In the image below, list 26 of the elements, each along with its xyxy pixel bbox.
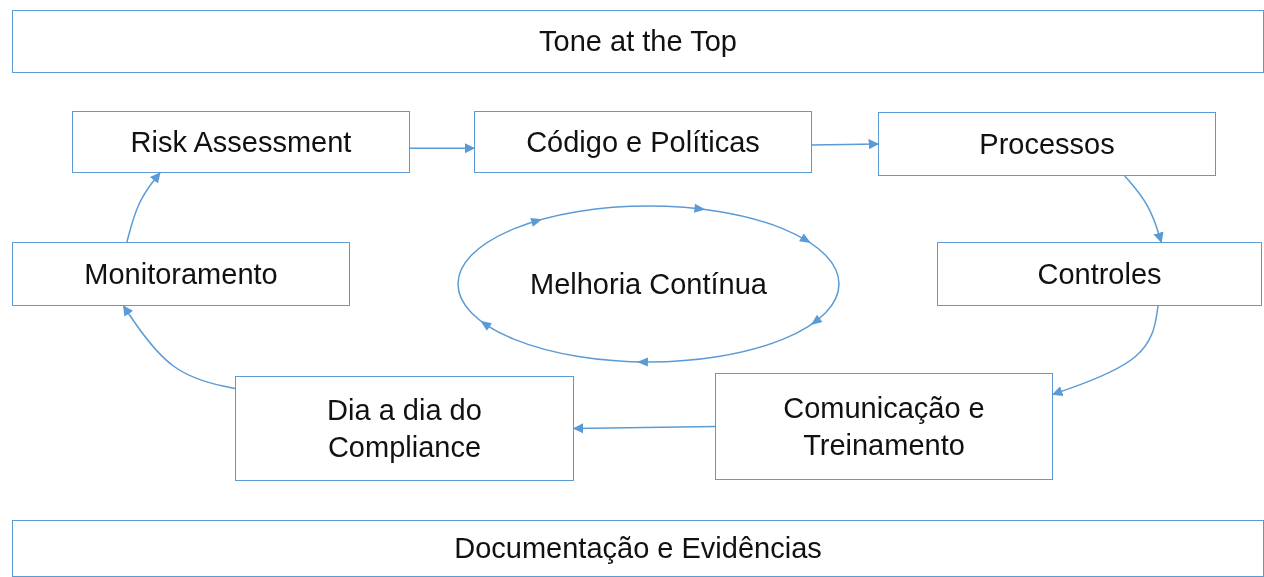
node-label: Dia a dia do Compliance <box>326 393 483 465</box>
process-box <box>474 111 812 173</box>
node-label: Melhoria Contínua <box>530 266 767 302</box>
node-label: Documentação e Evidências <box>454 531 822 567</box>
banner-box <box>12 520 1264 577</box>
process-box <box>715 373 1053 480</box>
arrow <box>122 305 236 390</box>
arrow <box>126 172 161 243</box>
process-box <box>878 112 1216 176</box>
arrow <box>409 142 476 154</box>
process-box <box>72 111 410 173</box>
process-box <box>937 242 1262 306</box>
arrow <box>1124 175 1164 243</box>
node-label: Risk Assessment <box>130 124 352 160</box>
banner-box <box>12 10 1264 73</box>
node-label: Processos <box>979 126 1115 162</box>
node-label: Código e Políticas <box>526 124 760 160</box>
node-label: Comunicação e Treinamento <box>782 391 986 463</box>
node-label: Tone at the Top <box>539 24 737 60</box>
arrow <box>1052 305 1159 397</box>
node-label: Controles <box>1037 256 1162 292</box>
process-box <box>12 242 350 306</box>
node-label: Monitoramento <box>84 256 278 292</box>
arrow <box>572 423 716 434</box>
process-box <box>235 376 574 481</box>
arrow <box>811 138 880 150</box>
